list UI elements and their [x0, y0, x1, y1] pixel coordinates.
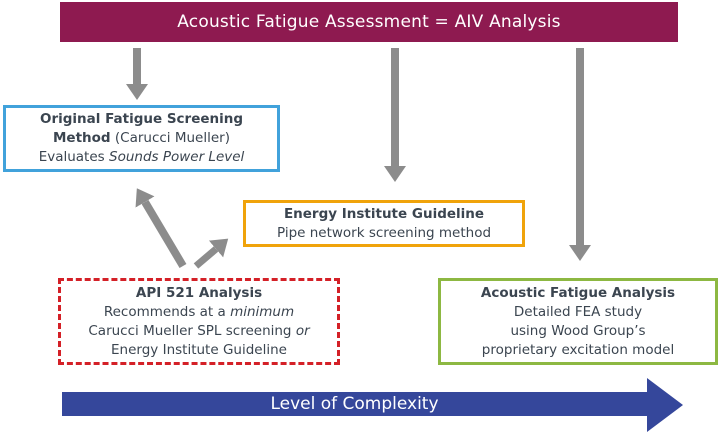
diagram-title: Acoustic Fatigue Assessment = AIV Analys…	[177, 12, 561, 32]
box-original-title: Original Fatigue Screening Method	[39, 111, 244, 146]
arrow-api521-to-energy-icon	[193, 238, 229, 269]
box-acoustic-title: Acoustic Fatigue Analysis	[480, 284, 676, 301]
box-energy-body: Pipe network screening method	[276, 224, 492, 241]
box-original-fatigue-screening: Original Fatigue Screening Method (Caruc…	[3, 105, 280, 172]
box-acoustic-fatigue-analysis: Acoustic Fatigue Analysis Detailed FEA s…	[438, 278, 718, 365]
box-api521-line1-italic: minimum	[230, 303, 295, 320]
box-energy-institute: Energy Institute Guideline Pipe network …	[243, 200, 525, 247]
box-original-text: Original Fatigue Screening Method (Caruc…	[12, 110, 271, 167]
box-api521-line1: Recommends at a minimum	[104, 303, 294, 322]
box-api521-line2: Carucci Mueller SPL screening or	[88, 322, 309, 341]
box-acoustic-line3: proprietary excitation model	[481, 341, 675, 358]
header-banner: Acoustic Fatigue Assessment = AIV Analys…	[60, 2, 678, 42]
box-acoustic-line1: Detailed FEA study	[513, 303, 643, 320]
box-energy-title: Energy Institute Guideline	[283, 205, 485, 222]
box-api521: API 521 Analysis Recommends at a minimum…	[58, 278, 340, 365]
arrow-api521-to-original-icon	[135, 188, 187, 269]
box-api521-title: API 521 Analysis	[135, 284, 263, 301]
box-api521-line2-prefix: Carucci Mueller SPL screening	[88, 322, 292, 339]
box-original-body-italic: Sounds Power Level	[109, 149, 245, 165]
box-api521-line2-italic: or	[295, 322, 310, 339]
box-api521-line1-prefix: Recommends at a	[103, 303, 226, 320]
box-original-body-prefix: Evaluates	[38, 149, 105, 165]
box-api521-line3: Energy Institute Guideline	[111, 341, 287, 358]
box-original-note: (Carucci Mueller)	[114, 130, 230, 146]
complexity-arrow-label: Level of Complexity	[270, 394, 439, 414]
box-acoustic-line2: using Wood Group’s	[510, 322, 646, 339]
